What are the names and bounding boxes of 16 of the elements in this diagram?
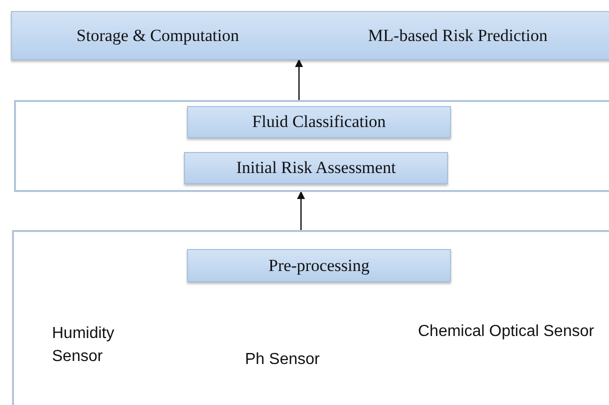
box-text: Storage & Computation bbox=[76, 24, 239, 47]
sensor-label: Ph Sensor bbox=[245, 350, 321, 370]
process-box bbox=[184, 152, 448, 184]
arrow bbox=[295, 59, 303, 100]
box-text: Fluid Classification bbox=[252, 111, 386, 134]
box-text: ML-based Risk Prediction bbox=[368, 24, 548, 47]
box-text: Pre-processing bbox=[268, 254, 370, 277]
layer-container bbox=[12, 230, 609, 405]
process-box bbox=[187, 106, 451, 138]
box-text: Initial Risk Assessment bbox=[236, 157, 396, 180]
layer-band bbox=[11, 11, 609, 60]
process-box bbox=[187, 249, 451, 282]
layer-container bbox=[14, 100, 609, 192]
arrow bbox=[297, 191, 305, 230]
sensor-label: Chemical Optical Sensor bbox=[418, 322, 596, 342]
sensor-label: Humidity Sensor bbox=[52, 324, 116, 367]
